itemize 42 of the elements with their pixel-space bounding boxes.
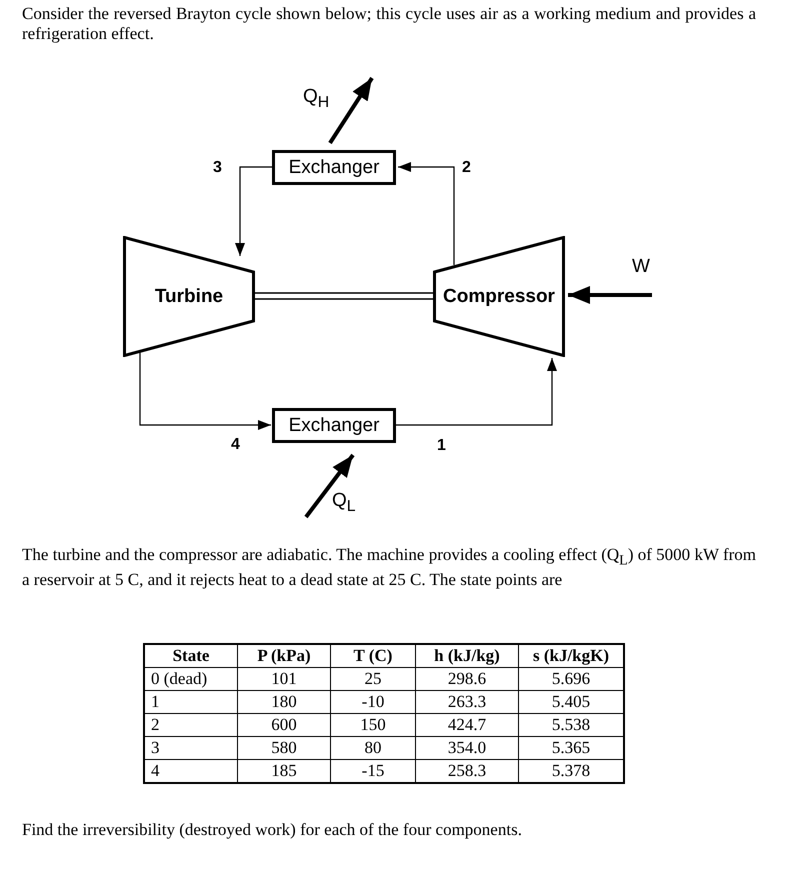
- heat-work-arrow: [328, 76, 374, 144]
- table-cell: 150: [330, 714, 416, 736]
- compressor-trapezoid: Compressor: [433, 236, 565, 357]
- table-cell: 3: [144, 736, 238, 760]
- header-cell: h (kJ/kg): [416, 644, 518, 668]
- state-number: 1: [437, 437, 446, 455]
- shaft-line: [254, 292, 434, 300]
- table-cell: 0 (dead): [144, 668, 238, 690]
- table-cell: 80: [330, 736, 416, 760]
- header-cell: T (C): [330, 644, 416, 668]
- flow-arrow: [398, 162, 455, 265]
- table-cell: 180: [238, 690, 330, 714]
- heat-work-arrow: [304, 454, 355, 518]
- quantity-label: W: [632, 256, 650, 278]
- table-cell: 2: [144, 714, 238, 736]
- heat-exchanger-box: Exchanger: [272, 408, 396, 443]
- table-cell: 25: [330, 668, 416, 690]
- intro-paragraph: Consider the reversed Brayton cycle shown below; this cycle uses air as a working medium and provides a refrigeration effect.: [22, 4, 756, 44]
- problem-paragraph: The turbine and the compressor are adiabatic. The machine provides a cooling effect (Q$_{L}$) of 5000 kW from a reservoir at 5 C, and it rejects heat to a dead state at 25 C. The state points are: [22, 545, 756, 590]
- table-cell: 600: [238, 714, 330, 736]
- table-cell: 1: [144, 690, 238, 714]
- header-cell: P (kPa): [238, 644, 330, 668]
- heat-work-arrow: [568, 286, 652, 304]
- table-cell: 580: [238, 736, 330, 760]
- turbine-trapezoid: Turbine: [123, 236, 255, 357]
- state-number: 3: [213, 159, 222, 177]
- quantity-label: Q$_{L}$: [332, 490, 356, 516]
- table-cell: 263.3: [416, 690, 518, 714]
- table-cell: -10: [330, 690, 416, 714]
- flow-arrow: [235, 166, 272, 256]
- table-cell: 354.0: [416, 736, 518, 760]
- header-cell: State: [144, 644, 238, 668]
- state-number: 2: [462, 159, 471, 177]
- flow-arrow: [139, 352, 271, 430]
- table-cell: 298.6: [416, 668, 518, 690]
- table-cell: 101: [238, 668, 330, 690]
- state-number: 4: [231, 436, 240, 454]
- quantity-label: Q$_{H}$: [303, 86, 330, 112]
- heat-exchanger-box: Exchanger: [272, 150, 396, 185]
- question-sentence: Find the irreversibility (destroyed work) for each of the four components.: [22, 820, 523, 840]
- flow-arrow: [396, 358, 557, 426]
- table-cell: 424.7: [416, 714, 518, 736]
